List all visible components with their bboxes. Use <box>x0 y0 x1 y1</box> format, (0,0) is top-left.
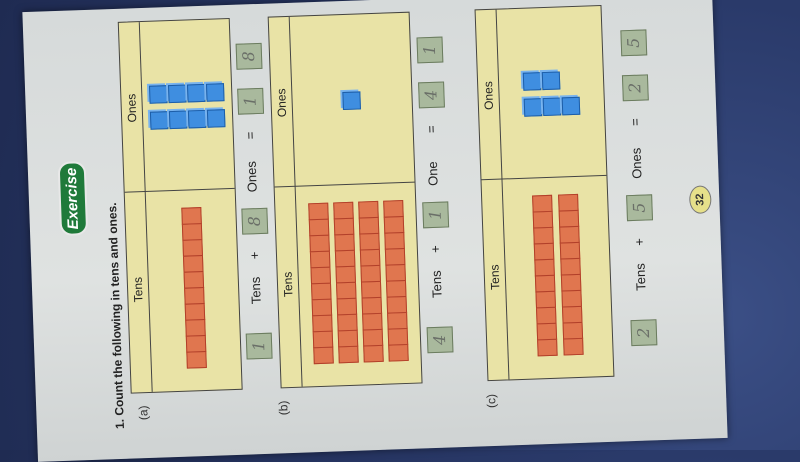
one-cube <box>167 84 187 104</box>
ones-word: Ones <box>628 147 645 180</box>
section-b-label: (b) <box>276 400 291 416</box>
tens-word: Tens <box>428 270 445 299</box>
one-cube <box>522 72 541 91</box>
plus-sign: + <box>631 237 647 247</box>
section-a-table: Tens Ones <box>117 17 243 394</box>
one-cube <box>561 96 580 116</box>
result-ones-box[interactable]: 5 <box>620 29 648 57</box>
ten-rod <box>180 207 207 369</box>
one-cube <box>541 71 560 91</box>
result-ones-box[interactable]: 1 <box>416 36 444 64</box>
ones-answer-box[interactable]: 8 <box>241 207 269 235</box>
one-cube <box>148 85 168 104</box>
result-tens-box[interactable]: 1 <box>237 87 265 115</box>
equals-sign: = <box>627 118 643 127</box>
section-c-table: Tens Ones <box>474 4 615 382</box>
tens-answer-box[interactable]: 2 <box>630 319 658 347</box>
equals-sign: = <box>423 125 439 134</box>
page-number: 32 <box>688 185 712 215</box>
equals-sign: = <box>242 131 258 140</box>
one-cube <box>342 91 361 111</box>
section-a-label: (a) <box>136 405 151 421</box>
one-cube <box>206 109 225 128</box>
plus-sign: + <box>427 245 444 254</box>
ones-header: Ones <box>124 93 140 123</box>
plus-sign: + <box>246 251 263 260</box>
section-c-answer: 2 Tens + 5 Ones = 2 5 <box>619 0 659 441</box>
ten-rod <box>358 200 384 363</box>
tens-header: Tens <box>487 264 503 291</box>
ones-header: Ones <box>481 81 497 111</box>
one-cube <box>149 111 169 130</box>
ten-rod <box>382 200 409 362</box>
ones-answer-box[interactable]: 5 <box>626 194 654 222</box>
one-cube <box>168 110 188 130</box>
tens-word: Tens <box>247 276 264 305</box>
tens-word: Tens <box>632 263 649 292</box>
ones-word: One <box>424 161 441 187</box>
result-ones-box[interactable]: 8 <box>235 42 263 70</box>
tens-answer-box[interactable]: 4 <box>426 326 454 354</box>
section-c-label: (c) <box>483 393 499 409</box>
workbook-page: Exercise 1. Count the following in tens … <box>22 0 728 462</box>
tens-header: Tens <box>280 271 296 298</box>
one-cube <box>542 97 561 117</box>
ten-rod <box>333 201 359 364</box>
ones-answer-box[interactable]: 1 <box>422 201 450 229</box>
exercise-badge: Exercise <box>57 161 89 236</box>
one-cube <box>523 98 542 117</box>
result-tens-box[interactable]: 4 <box>418 81 445 109</box>
one-cube <box>186 83 206 103</box>
question-text: 1. Count the following in tens and ones. <box>105 202 127 430</box>
ones-header: Ones <box>274 88 290 118</box>
ten-rod <box>308 202 335 365</box>
tens-answer-box[interactable]: 1 <box>245 332 273 360</box>
section-b-table: Tens Ones <box>267 11 423 389</box>
one-cube <box>187 109 207 129</box>
ten-rod <box>558 193 584 356</box>
result-tens-box[interactable]: 2 <box>621 74 649 102</box>
ones-word: Ones <box>243 160 260 193</box>
tens-header: Tens <box>130 276 146 303</box>
one-cube <box>205 83 225 102</box>
ten-rod <box>532 194 558 357</box>
